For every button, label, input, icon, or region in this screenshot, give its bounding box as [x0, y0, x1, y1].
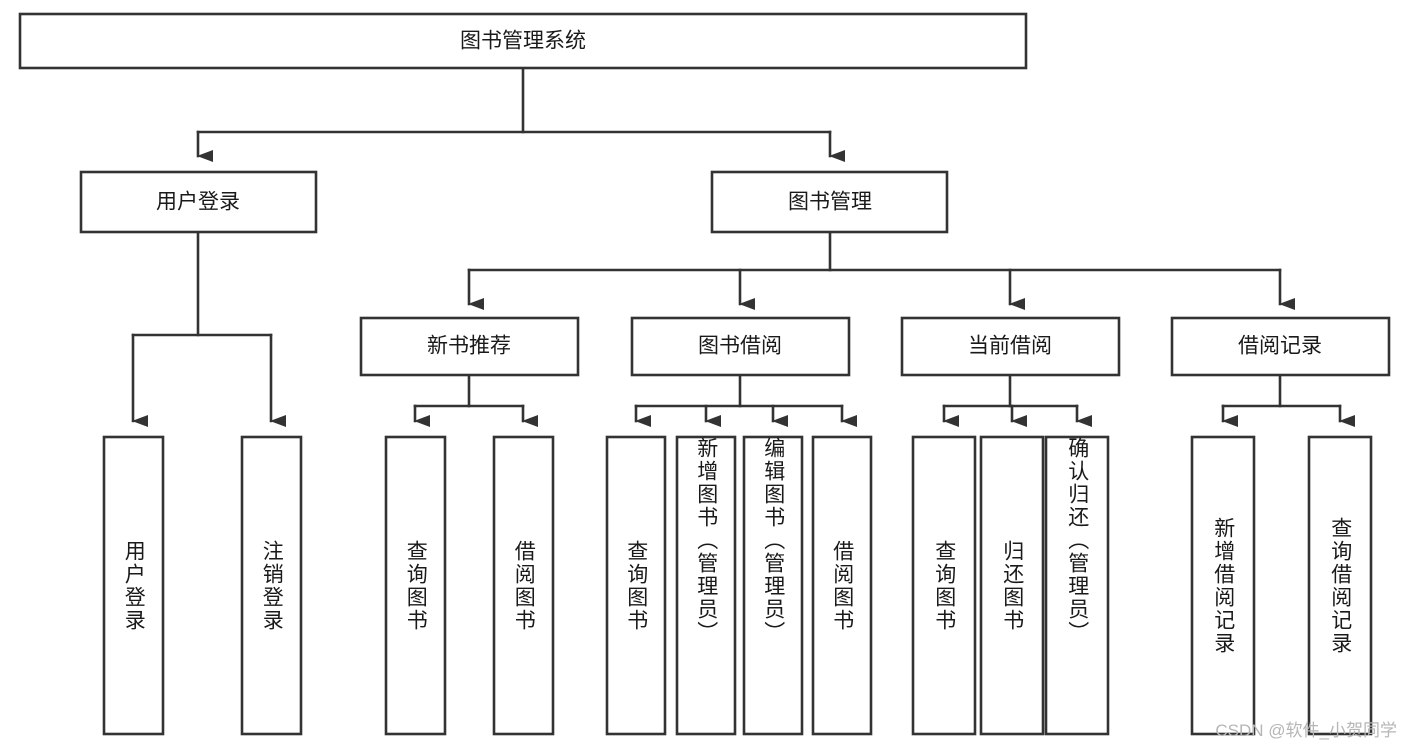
node-root-box[interactable]	[18, 12, 1028, 70]
node-current-borrow[interactable]: 当前借阅	[900, 316, 1121, 377]
leaf-user-login-box[interactable]	[102, 435, 165, 736]
node-book-manage[interactable]: 图书管理	[710, 170, 949, 234]
leaf-query-book-2-box[interactable]	[605, 435, 667, 736]
connector-group	[131, 66, 1355, 427]
leaf-logout-login-box[interactable]	[240, 435, 303, 736]
leaf-add-record-box[interactable]	[1190, 435, 1256, 736]
node-book-borrow[interactable]: 图书借阅	[630, 316, 851, 377]
node-book-borrow-label: 图书借阅	[698, 335, 782, 358]
node-root-label: 图书管理系统	[460, 30, 586, 53]
leaf-add-book-box[interactable]	[675, 435, 737, 736]
leaf-confirm-return-box[interactable]	[1044, 435, 1110, 736]
leaf-return-book-box[interactable]	[979, 435, 1045, 736]
node-current-borrow-box[interactable]	[900, 316, 1121, 377]
node-book-manage-box[interactable]	[710, 170, 949, 234]
leaf-query-record-box[interactable]	[1307, 435, 1373, 736]
node-book-manage-label: 图书管理	[788, 191, 872, 214]
leaf-borrow-book-1-box[interactable]	[492, 435, 555, 736]
leaf-borrow-book-2-box[interactable]	[811, 435, 873, 736]
leaf-query-book-3-box[interactable]	[911, 435, 977, 736]
node-new-book-recommend-label: 新书推荐	[427, 335, 511, 358]
node-current-borrow-label: 当前借阅	[968, 335, 1052, 358]
node-borrow-record-box[interactable]	[1170, 316, 1391, 377]
node-user-login-box[interactable]	[79, 170, 318, 234]
node-root[interactable]: 图书管理系统	[18, 12, 1028, 70]
node-new-book-recommend-box[interactable]	[359, 316, 580, 377]
node-borrow-record-label: 借阅记录	[1238, 335, 1322, 358]
csdn-watermark: CSDN @软件_小贺同学	[1215, 721, 1397, 740]
leaf-query-book-1-box[interactable]	[384, 435, 447, 736]
node-book-borrow-box[interactable]	[630, 316, 851, 377]
leaf-box-group	[102, 435, 1373, 736]
node-new-book-recommend[interactable]: 新书推荐	[359, 316, 580, 377]
node-user-login-label: 用户登录	[156, 191, 240, 214]
node-borrow-record[interactable]: 借阅记录	[1170, 316, 1391, 377]
leaf-edit-book-box[interactable]	[742, 435, 804, 736]
node-user-login[interactable]: 用户登录	[79, 170, 318, 234]
